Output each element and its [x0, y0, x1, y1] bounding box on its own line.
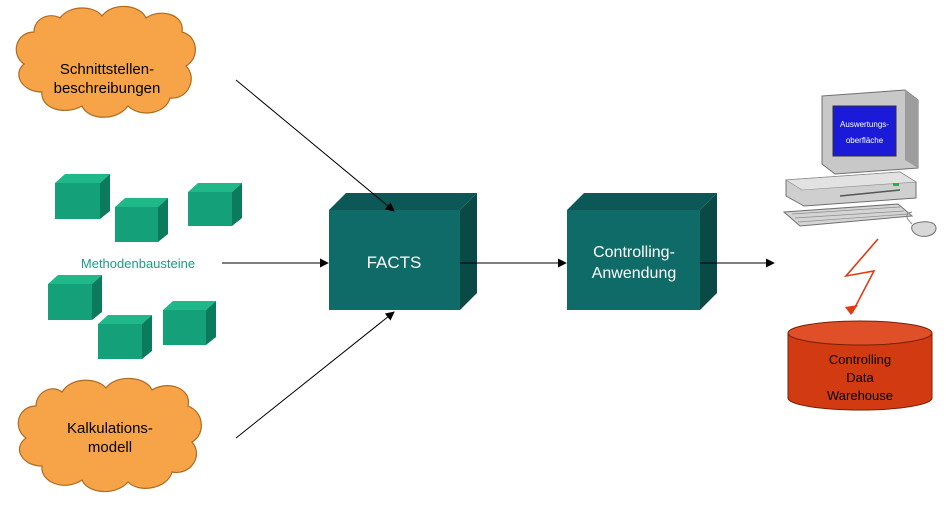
screen-line1: Auswertungs- [840, 120, 889, 129]
controlling-app-line1: Controlling- [593, 244, 675, 261]
warehouse-line1: Controlling [829, 352, 891, 367]
small-cube [163, 301, 216, 345]
cloud-bottom-line1: Kalkulations- [67, 420, 153, 437]
small-cube [55, 174, 110, 219]
cloud-shape [17, 377, 202, 493]
connectors [222, 79, 775, 439]
computer-icon: Auswertungs- oberfläche [782, 89, 937, 237]
lightning-arrowhead [845, 305, 858, 315]
lightning-connection-icon [843, 238, 879, 314]
facts-box: FACTS [329, 193, 477, 310]
screen-line2: oberfläche [846, 136, 884, 145]
interface-descriptions-cloud: Schnittstellen- beschreibungen [15, 5, 196, 118]
cloud-bottom-line2: modell [88, 439, 132, 456]
small-cube [115, 198, 168, 242]
facts-label: FACTS [367, 253, 422, 272]
methods-label: Methodenbausteine [81, 256, 195, 271]
small-cube [188, 183, 242, 226]
arrow-interfaces-to-facts [235, 79, 395, 212]
small-cube [48, 275, 102, 320]
monitor-screen [832, 105, 897, 157]
data-warehouse-cylinder: Controlling Data Warehouse [787, 320, 933, 411]
warehouse-line3: Warehouse [827, 388, 893, 403]
controlling-app-line2: Anwendung [592, 265, 677, 282]
cloud-top-line1: Schnittstellen- [60, 61, 154, 78]
cloud-top-line2: beschreibungen [54, 80, 161, 97]
cloud-shape [15, 5, 196, 118]
arrow-model-to-facts [235, 311, 395, 439]
warehouse-line2: Data [846, 370, 874, 385]
method-building-blocks: Methodenbausteine [48, 174, 242, 359]
calculation-model-cloud: Kalkulations- modell [17, 377, 202, 493]
small-cube [98, 315, 152, 359]
controlling-application-box: Controlling- Anwendung [567, 193, 717, 310]
